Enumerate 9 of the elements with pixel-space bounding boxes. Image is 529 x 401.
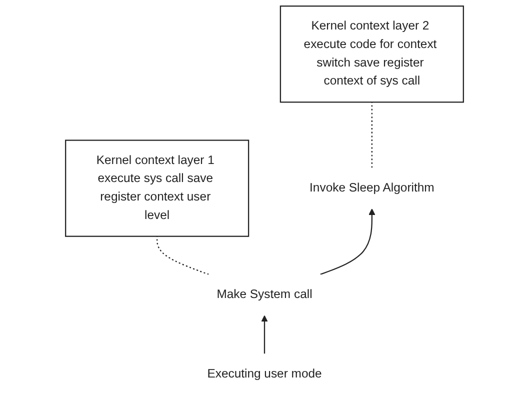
node-box: Kernel context layer 1 execute sys call save register context user level (65, 140, 250, 237)
node-box: Kernel context layer 2 execute code for context switch save register context of sys call (280, 6, 464, 103)
connector (156, 236, 209, 275)
arrow (320, 208, 376, 275)
node-text: Invoke Sleep Algorithm (310, 181, 434, 194)
node-text: Executing user mode (207, 367, 322, 380)
connector (371, 102, 372, 168)
node-text: Make System call (216, 288, 312, 302)
arrow (261, 315, 268, 354)
